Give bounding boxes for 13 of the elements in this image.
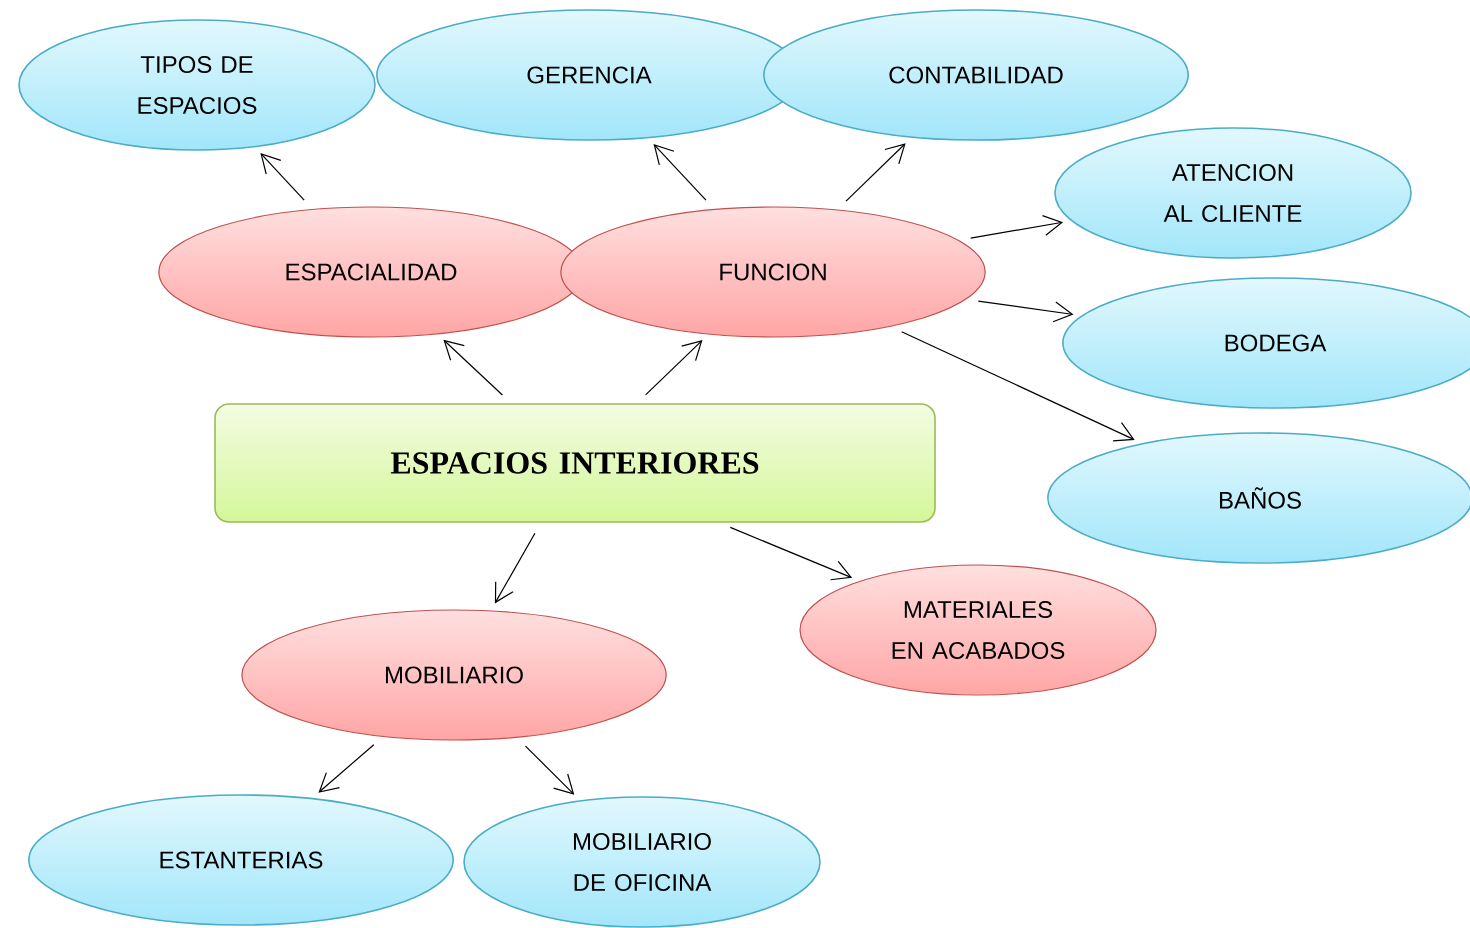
arrow [901, 331, 1135, 442]
arrow [645, 340, 703, 396]
arrow [318, 744, 375, 793]
arrow [494, 532, 536, 604]
arrow [524, 745, 575, 795]
arrow [729, 526, 853, 581]
arrow [653, 144, 707, 201]
arrow [443, 339, 503, 396]
arrow [977, 300, 1074, 323]
main-topic-box: ESPACIOS INTERIORES [214, 403, 936, 523]
arrow [260, 153, 305, 201]
arrow [970, 215, 1064, 239]
arrow [845, 143, 906, 202]
